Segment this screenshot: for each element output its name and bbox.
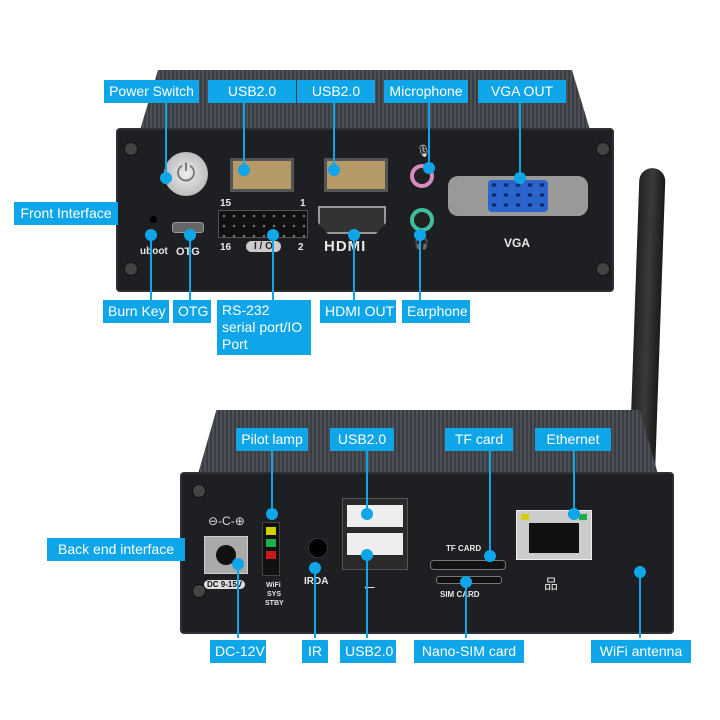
tf-card-slot (430, 560, 506, 570)
usb-port-1 (230, 158, 294, 192)
io-header (218, 210, 308, 238)
label-wifi-antenna: WiFi antenna (591, 640, 691, 663)
screw-icon (596, 262, 610, 276)
label-earphone: Earphone (402, 300, 470, 323)
wifi-text: WiFi (266, 582, 281, 589)
screw-icon (124, 262, 138, 276)
irda-text: IRDA (304, 576, 329, 587)
usb-icon: ⭠ (364, 578, 376, 594)
stby-text: STBY (265, 600, 284, 607)
led-green (266, 539, 276, 547)
usb-port-2 (324, 158, 388, 192)
back-panel: ⊖-C-⊕ DC 9-15V WiFi SYS STBY IRDA ⭠ TF C… (180, 472, 674, 634)
screw-icon (124, 142, 138, 156)
label-ir: IR (302, 640, 328, 663)
microphone-icon: 🎙 (416, 144, 432, 158)
screw-icon (192, 484, 206, 498)
screw-icon (192, 584, 206, 598)
uboot-text: uboot (140, 246, 168, 257)
label-burn-key: Burn Key (103, 300, 169, 323)
sim-card-text: SIM CARD (440, 590, 480, 599)
pilot-lamp-leds (262, 522, 280, 576)
screw-icon (596, 142, 610, 156)
label-rs232: RS-232 serial port/IO Port (217, 300, 311, 355)
label-tf-card: TF card (445, 428, 513, 451)
ethernet-port (516, 510, 592, 560)
sim-card-slot (436, 576, 502, 584)
hdmi-port (318, 206, 386, 234)
io-text: I / O (246, 241, 281, 252)
dc-jack (204, 536, 248, 574)
otg-port (172, 222, 204, 233)
label-nano-sim: Nano-SIM card (414, 640, 524, 663)
tf-card-text: TF CARD (446, 544, 482, 553)
power-button[interactable]: ⏻ (164, 152, 208, 196)
pin-15-text: 15 (220, 198, 232, 209)
label-microphone: Microphone (384, 80, 468, 103)
burn-key-hole (150, 216, 157, 223)
label-vga-out: VGA OUT (478, 80, 566, 103)
pin-1-text: 1 (300, 198, 306, 209)
otg-text: OTG (176, 246, 200, 258)
label-ethernet: Ethernet (535, 428, 611, 451)
pin-16-text: 16 (220, 242, 232, 253)
earphone-jack (410, 208, 434, 232)
label-back-end-interface: Back end interface (47, 538, 185, 561)
label-power-switch: Power Switch (104, 80, 199, 103)
label-usb-bottom: USB2.0 (340, 640, 396, 663)
dual-usb-port (342, 498, 408, 570)
sys-text: SYS (267, 591, 282, 598)
label-front-interface: Front Interface (14, 202, 118, 225)
led-yellow (266, 527, 276, 535)
front-panel: ⏻ uboot OTG 15 1 16 I / O 2 HDMI 🎙 🎧 VGA (116, 128, 614, 292)
network-icon: 品 (544, 576, 558, 592)
label-otg: OTG (173, 300, 211, 323)
label-hdmi-out: HDMI OUT (320, 300, 396, 323)
label-pilot-lamp: Pilot lamp (236, 428, 308, 451)
label-usb-2: USB2.0 (297, 80, 375, 103)
dc-range-text: DC 9-15V (204, 580, 246, 589)
label-dc-12v: DC-12V (210, 640, 266, 663)
ir-receiver (308, 538, 328, 558)
vga-text: VGA (504, 236, 531, 250)
headphone-icon: 🎧 (414, 236, 429, 250)
pin-2-text: 2 (298, 242, 304, 253)
led-red (266, 551, 276, 559)
label-usb-top: USB2.0 (330, 428, 394, 451)
microphone-jack (410, 164, 434, 188)
dc-symbol: ⊖-C-⊕ (208, 514, 245, 528)
vga-port (448, 176, 588, 216)
label-usb-1: USB2.0 (208, 80, 296, 103)
hdmi-logo: HDMI (324, 238, 367, 255)
